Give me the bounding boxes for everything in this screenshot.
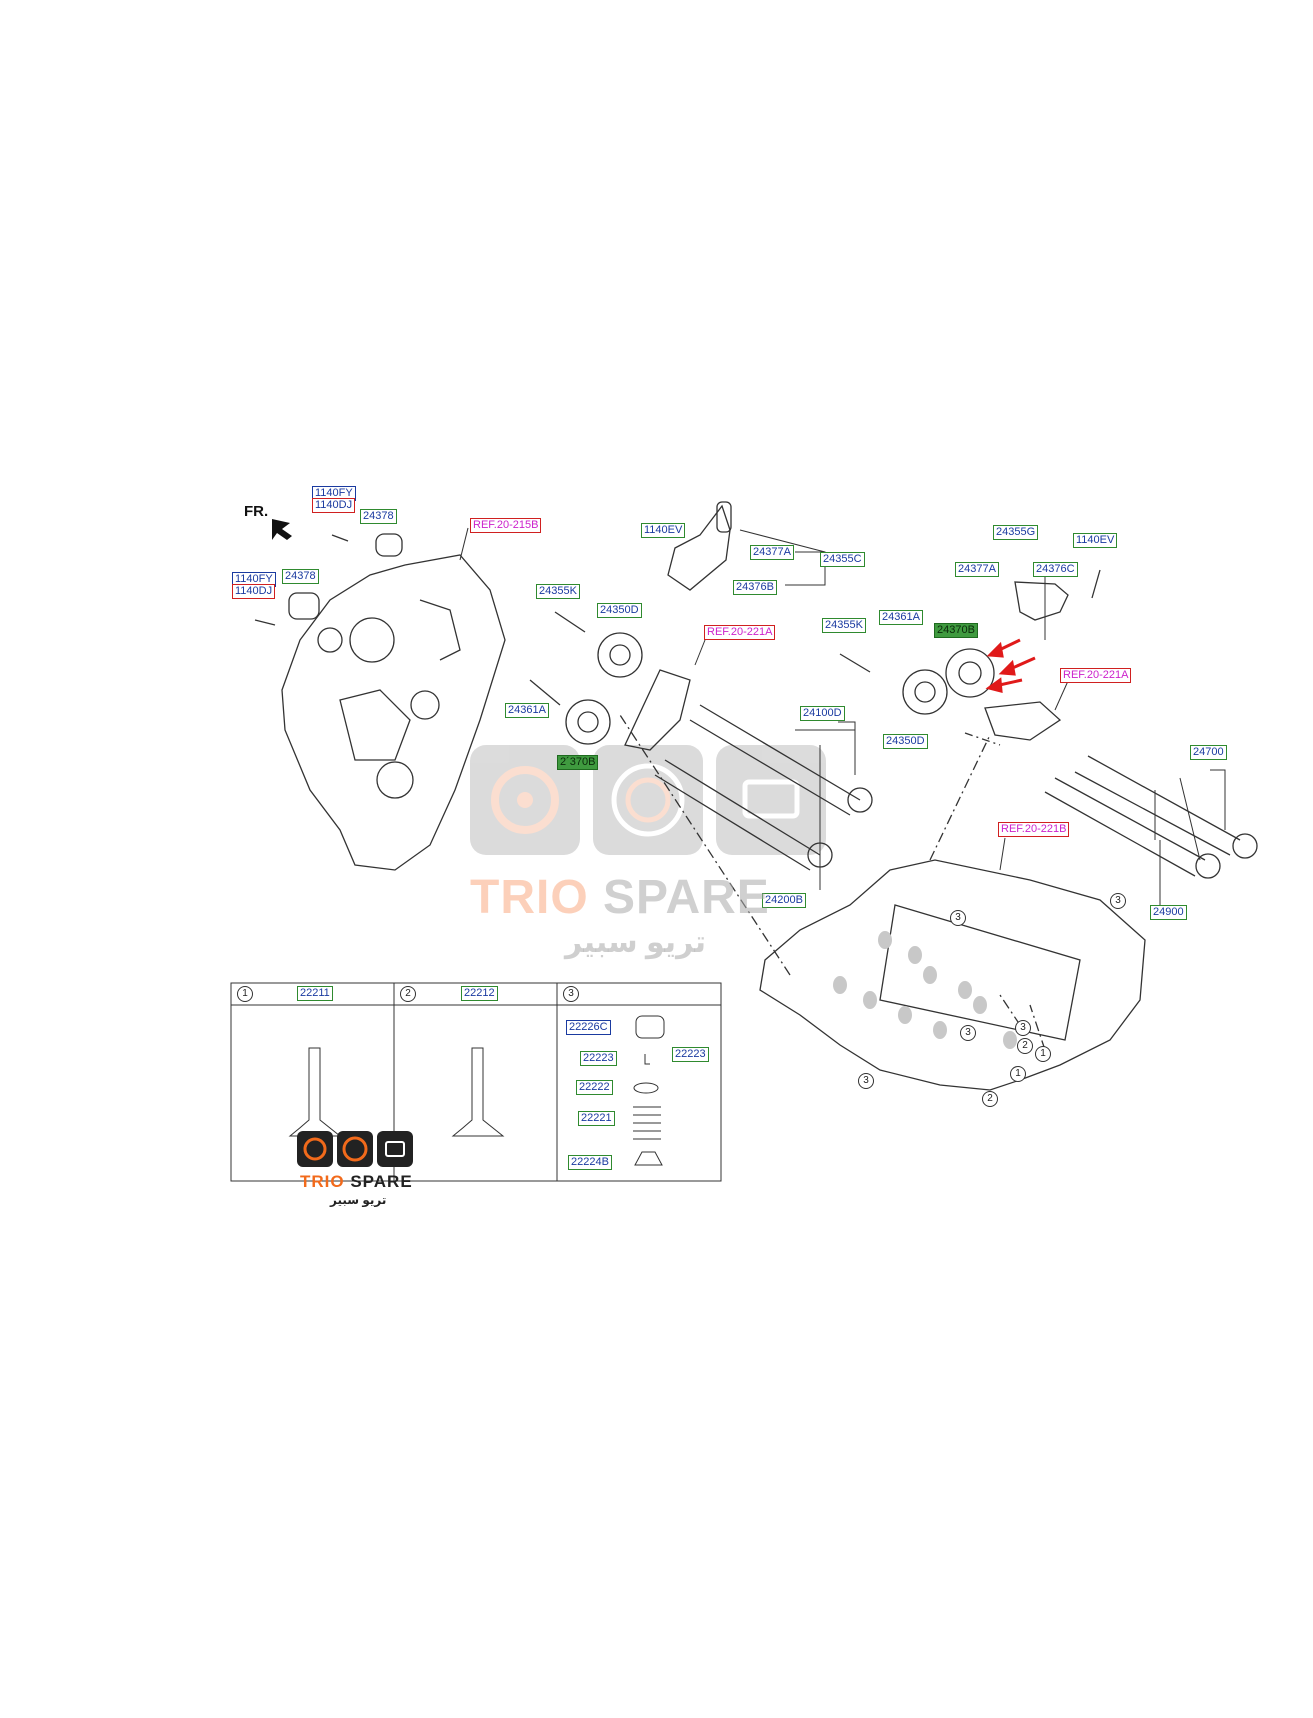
brand-logo-icons <box>297 1131 413 1167</box>
cylinder-head <box>619 714 1146 1091</box>
logo-name-b: SPARE <box>350 1172 413 1191</box>
part-24355g[interactable]: 24355G <box>993 525 1039 540</box>
part-22224b[interactable]: 22224B <box>568 1155 612 1170</box>
part-24377a-right[interactable]: 24377A <box>955 562 999 577</box>
callout-2: 2 <box>982 1091 998 1107</box>
part-22222[interactable]: 22222 <box>576 1080 613 1095</box>
right-cam-system <box>839 569 1258 879</box>
part-22223-right[interactable]: 22223 <box>672 1047 709 1062</box>
ref-20-215b[interactable]: REF.20-215B <box>470 518 542 533</box>
watermark-name-a: TRIO <box>470 871 589 924</box>
part-24376b[interactable]: 24376B <box>733 580 777 595</box>
part-1140ev-left[interactable]: 1140EV <box>641 523 686 538</box>
callout-3: 3 <box>1015 1020 1031 1036</box>
table-col2-number: 2 <box>400 986 416 1002</box>
front-arrow-icon <box>272 519 292 540</box>
logo-brand-name: TRIO SPARE <box>300 1172 413 1192</box>
callout-3: 3 <box>1110 893 1126 909</box>
ref-20-221a-left[interactable]: REF.20-221A <box>704 625 776 640</box>
callout-3: 3 <box>858 1073 874 1089</box>
callout-3: 3 <box>960 1025 976 1041</box>
valve-parts-table <box>230 982 722 1182</box>
front-direction-label: FR. <box>244 503 269 520</box>
part-1140fy-mid[interactable]: 1140FY <box>232 572 276 587</box>
red-arrows <box>985 638 1036 693</box>
part-1140dj-mid[interactable]: 1140DJ <box>232 584 276 599</box>
part-24361a-left[interactable]: 24361A <box>505 703 549 718</box>
timing-cover <box>281 554 506 871</box>
part-24700[interactable]: 24700 <box>1190 745 1227 760</box>
part-22223-left[interactable]: 22223 <box>580 1051 617 1066</box>
ref-20-221b[interactable]: REF.20-221B <box>998 822 1070 837</box>
callout-3: 3 <box>950 910 966 926</box>
part-1140fy-top[interactable]: 1140FY <box>312 486 356 501</box>
part-22212[interactable]: 22212 <box>461 986 498 1001</box>
part-24350d-left[interactable]: 24350D <box>597 603 642 618</box>
callout-1: 1 <box>1010 1066 1026 1082</box>
part-24376c[interactable]: 24376C <box>1033 562 1078 577</box>
part-24900[interactable]: 24900 <box>1150 905 1187 920</box>
part-24370b-left[interactable]: 2´370B <box>557 755 599 770</box>
part-24355c[interactable]: 24355C <box>820 552 865 567</box>
part-24355k-right[interactable]: 24355K <box>822 618 866 633</box>
watermark-name-b: SPARE <box>603 871 770 924</box>
part-24100d[interactable]: 24100D <box>800 706 845 721</box>
ref-20-221a-right[interactable]: REF.20-221A <box>1060 668 1132 683</box>
watermark-arabic: تريو سبير <box>565 926 706 959</box>
watermark-icons <box>470 745 826 855</box>
part-24355k-left[interactable]: 24355K <box>536 584 580 599</box>
part-1140dj-top[interactable]: 1140DJ <box>312 498 356 513</box>
part-24377a-left[interactable]: 24377A <box>750 545 794 560</box>
part-22211[interactable]: 22211 <box>297 986 333 1001</box>
oil-control-valves-left <box>254 533 403 626</box>
table-col1-number: 1 <box>237 986 253 1002</box>
logo-arabic: تريو سبير <box>330 1193 387 1207</box>
left-cam-system <box>529 501 873 871</box>
part-24200b[interactable]: 24200B <box>762 893 806 908</box>
part-24361a-right[interactable]: 24361A <box>879 610 923 625</box>
table-col3-number: 3 <box>563 986 579 1002</box>
part-1140ev-right[interactable]: 1140EV <box>1073 533 1118 548</box>
part-24350d-right[interactable]: 24350D <box>883 734 928 749</box>
logo-name-a: TRIO <box>300 1172 345 1191</box>
callout-2: 2 <box>1017 1038 1033 1054</box>
watermark-brand-name: TRIO SPARE <box>470 870 770 925</box>
leader-lines <box>459 527 1226 910</box>
part-22226c[interactable]: 22226C <box>566 1020 611 1035</box>
part-24378-mid[interactable]: 24378 <box>282 569 319 584</box>
callout-1: 1 <box>1035 1046 1051 1062</box>
part-24378-top[interactable]: 24378 <box>360 509 397 524</box>
part-24370b-right[interactable]: 24370B <box>934 623 978 638</box>
part-22221[interactable]: 22221 <box>578 1111 615 1126</box>
